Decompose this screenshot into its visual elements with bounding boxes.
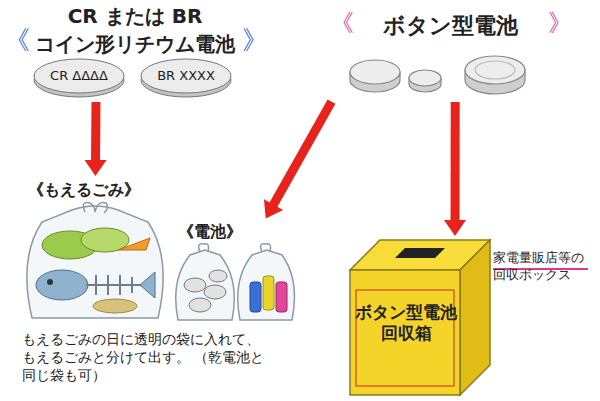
node-text: ボタン型電池 [320, 12, 580, 40]
node-text: CR ΔΔΔΔ [33, 68, 125, 84]
node-text: コイン形リチウム電池 [5, 32, 265, 57]
garbage-bag-group: 《もえるごみ》 [20, 180, 165, 322]
node-text: 《もえるごみ》 [28, 180, 163, 200]
node-text: 《電池》 [178, 222, 288, 242]
red-arrow [444, 102, 466, 236]
bracket: 《 [330, 8, 358, 39]
red-arrow [85, 102, 107, 176]
collection-box [350, 240, 490, 395]
note-text: もえるごみの日に透明の袋に入れて、 もえるごみと分けて出す。 （乾電池と同じ袋も… [22, 330, 277, 385]
button-batteries [350, 56, 525, 94]
battery-group: CR または BR コイン形リチウム電池 CR ΔΔΔΔ BR XXXX [5, 2, 265, 99]
bracket: 》 [242, 24, 270, 58]
battery-bag-group: 《電池》 [170, 222, 295, 322]
bracket: 《 [4, 24, 32, 58]
coin-battery: CR ΔΔΔΔ [33, 57, 125, 97]
node-text: BR XXXX [140, 68, 232, 84]
coin-battery: BR XXXX [140, 57, 232, 97]
collection-box: ボタン型電池 回収箱 [350, 240, 490, 395]
battery-bags [176, 244, 295, 320]
node-text: CR または BR [5, 4, 265, 29]
red-arrow [264, 102, 332, 219]
battery-group: ボタン型電池 [320, 2, 580, 99]
node-text: ボタン型電池 回収箱 [353, 302, 459, 345]
bracket: 》 [548, 8, 576, 39]
garbage-bag [27, 202, 163, 318]
callout-text: 家電量販店等の 回収ボックス [493, 250, 598, 284]
